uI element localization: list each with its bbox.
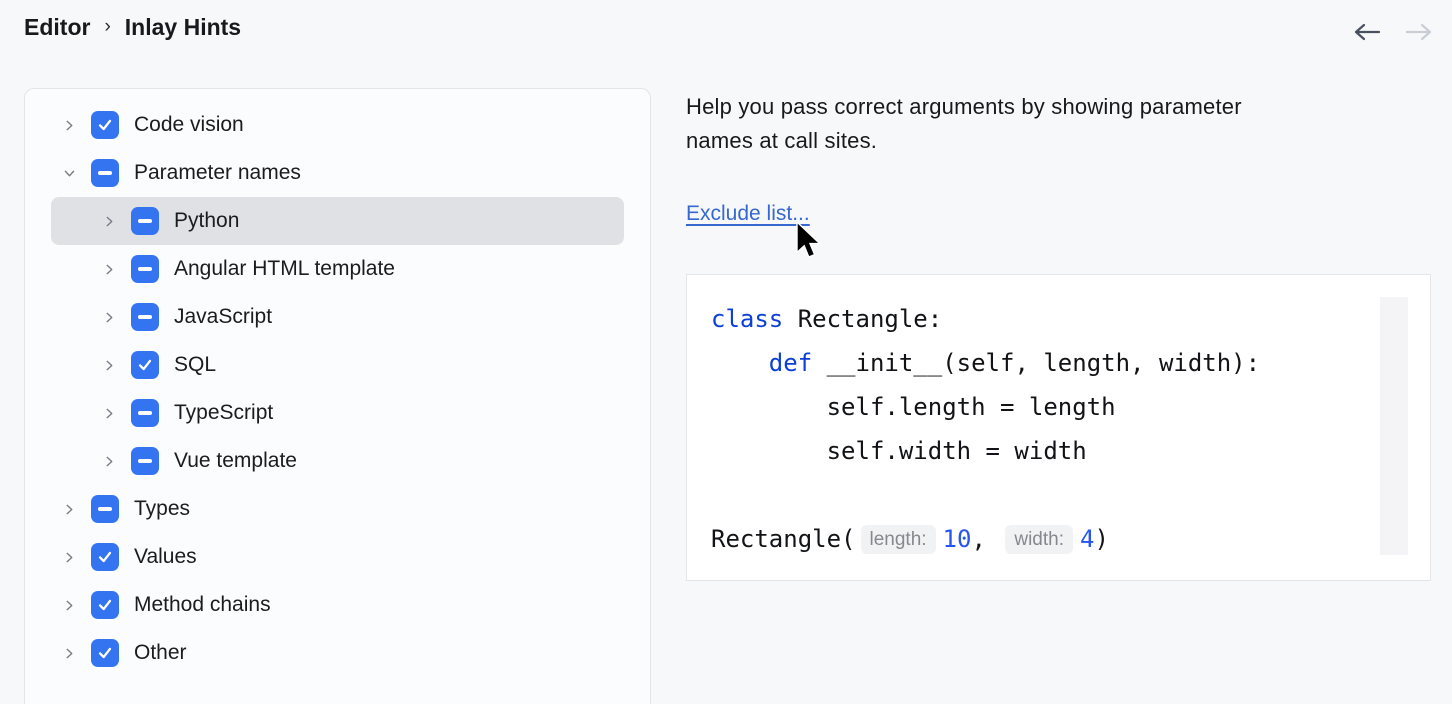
code-line: def __init__(self, length, width): [711, 341, 1370, 385]
code-token-plain: , [971, 525, 1001, 553]
tree-item-label: Python [174, 209, 240, 232]
checkbox-types-indeterminate[interactable] [91, 495, 119, 523]
indeterminate-dash-icon [98, 171, 112, 175]
chevron-right-icon[interactable] [59, 595, 79, 615]
checkbox-vue-template-indeterminate[interactable] [131, 447, 159, 475]
tree-item-label: JavaScript [174, 305, 273, 328]
chevron-right-icon[interactable] [99, 211, 119, 231]
tree-item-label: Code vision [134, 113, 244, 136]
code-token-plain: Rectangle( [711, 525, 856, 553]
indeterminate-dash-icon [138, 315, 152, 319]
code-token-keyword: def [768, 349, 813, 377]
tree-row-typescript[interactable]: TypeScript [51, 389, 624, 437]
tree-row-javascript[interactable]: JavaScript [51, 293, 624, 341]
tree-item-label: TypeScript [174, 401, 274, 424]
checkbox-javascript-indeterminate[interactable] [131, 303, 159, 331]
code-token-plain: ) [1094, 525, 1109, 553]
tree-item-label: Types [134, 497, 191, 520]
checkbox-parameter-names-indeterminate[interactable] [91, 159, 119, 187]
tree-row-angular-html-template[interactable]: Angular HTML template [51, 245, 624, 293]
code-line: Rectangle(length:10, width:4) [711, 517, 1370, 561]
checkbox-code-vision-checked[interactable] [91, 111, 119, 139]
mouse-cursor [795, 220, 829, 267]
tree-item-label: Parameter names [134, 161, 301, 184]
chevron-right-icon[interactable] [99, 355, 119, 375]
chevron-right-icon[interactable] [99, 451, 119, 471]
checkbox-python-indeterminate[interactable] [131, 207, 159, 235]
inlay-hint-pill: width: [1005, 525, 1073, 554]
code-line: class Rectangle: [711, 297, 1370, 341]
code-token-number: 10 [942, 525, 972, 553]
tree-row-sql[interactable]: SQL [51, 341, 624, 389]
tree-item-label: Method chains [134, 593, 271, 616]
indeterminate-dash-icon [138, 411, 152, 415]
code-line: self.length = length [711, 385, 1370, 429]
tree-row-python[interactable]: Python [51, 197, 624, 245]
code-token-plain [711, 349, 769, 377]
inlay-hint-pill: length: [860, 525, 936, 554]
tree-item-label: Values [134, 545, 197, 568]
chevron-right-icon[interactable] [59, 115, 79, 135]
page-title: Inlay Hints [124, 14, 242, 40]
tree-row-types[interactable]: Types [51, 485, 624, 533]
code-line [711, 473, 1370, 517]
forward-button[interactable] [1402, 18, 1436, 48]
feature-description: Help you pass correct arguments by showi… [686, 94, 1242, 153]
code-token-plain: __init__(self, length, width): [812, 349, 1261, 377]
code-preview-panel: class Rectangle: def __init__(self, leng… [686, 274, 1431, 581]
chevron-right-icon[interactable] [99, 307, 119, 327]
tree-item-label: Angular HTML template [174, 257, 395, 280]
chevron-right-icon[interactable] [59, 499, 79, 519]
history-nav [1350, 18, 1436, 48]
indeterminate-dash-icon [98, 507, 112, 511]
tree-row-parameter-names[interactable]: Parameter names [51, 149, 624, 197]
code-token-keyword: class [711, 305, 784, 333]
breadcrumb-separator-icon: › [104, 15, 111, 37]
checkbox-typescript-indeterminate[interactable] [131, 399, 159, 427]
checkbox-other-checked[interactable] [91, 639, 119, 667]
chevron-down-icon[interactable] [59, 163, 79, 183]
scrollbar[interactable] [1380, 297, 1408, 555]
tree-item-label: Vue template [174, 449, 297, 472]
arrow-right-icon [1404, 22, 1434, 45]
code-token-plain: Rectangle: [783, 305, 943, 333]
tree-item-label: Other [134, 641, 187, 664]
arrow-left-icon [1352, 22, 1382, 45]
breadcrumb: Editor › Inlay Hints [24, 14, 241, 41]
tree-row-other[interactable]: Other [51, 629, 624, 677]
breadcrumb-editor[interactable]: Editor [24, 14, 91, 40]
back-button[interactable] [1350, 18, 1384, 48]
indeterminate-dash-icon [138, 267, 152, 271]
checkbox-angular-html-template-indeterminate[interactable] [131, 255, 159, 283]
checkbox-sql-checked[interactable] [131, 351, 159, 379]
tree-row-vue-template[interactable]: Vue template [51, 437, 624, 485]
checkbox-method-chains-checked[interactable] [91, 591, 119, 619]
tree-row-values[interactable]: Values [51, 533, 624, 581]
code-token-plain: self.length = length [711, 393, 1116, 421]
checkbox-values-checked[interactable] [91, 543, 119, 571]
code-token-plain: self.width = width [711, 437, 1087, 465]
indeterminate-dash-icon [138, 219, 152, 223]
indeterminate-dash-icon [138, 459, 152, 463]
chevron-right-icon[interactable] [99, 403, 119, 423]
chevron-right-icon[interactable] [99, 259, 119, 279]
tree-row-code-vision[interactable]: Code vision [51, 101, 624, 149]
code-token-number: 4 [1080, 525, 1095, 553]
tree-row-method-chains[interactable]: Method chains [51, 581, 624, 629]
exclude-list-link[interactable]: Exclude list... [686, 202, 810, 225]
chevron-right-icon[interactable] [59, 643, 79, 663]
tree-item-label: SQL [174, 353, 217, 376]
code-preview: class Rectangle: def __init__(self, leng… [711, 297, 1370, 561]
chevron-right-icon[interactable] [59, 547, 79, 567]
code-line: self.width = width [711, 429, 1370, 473]
